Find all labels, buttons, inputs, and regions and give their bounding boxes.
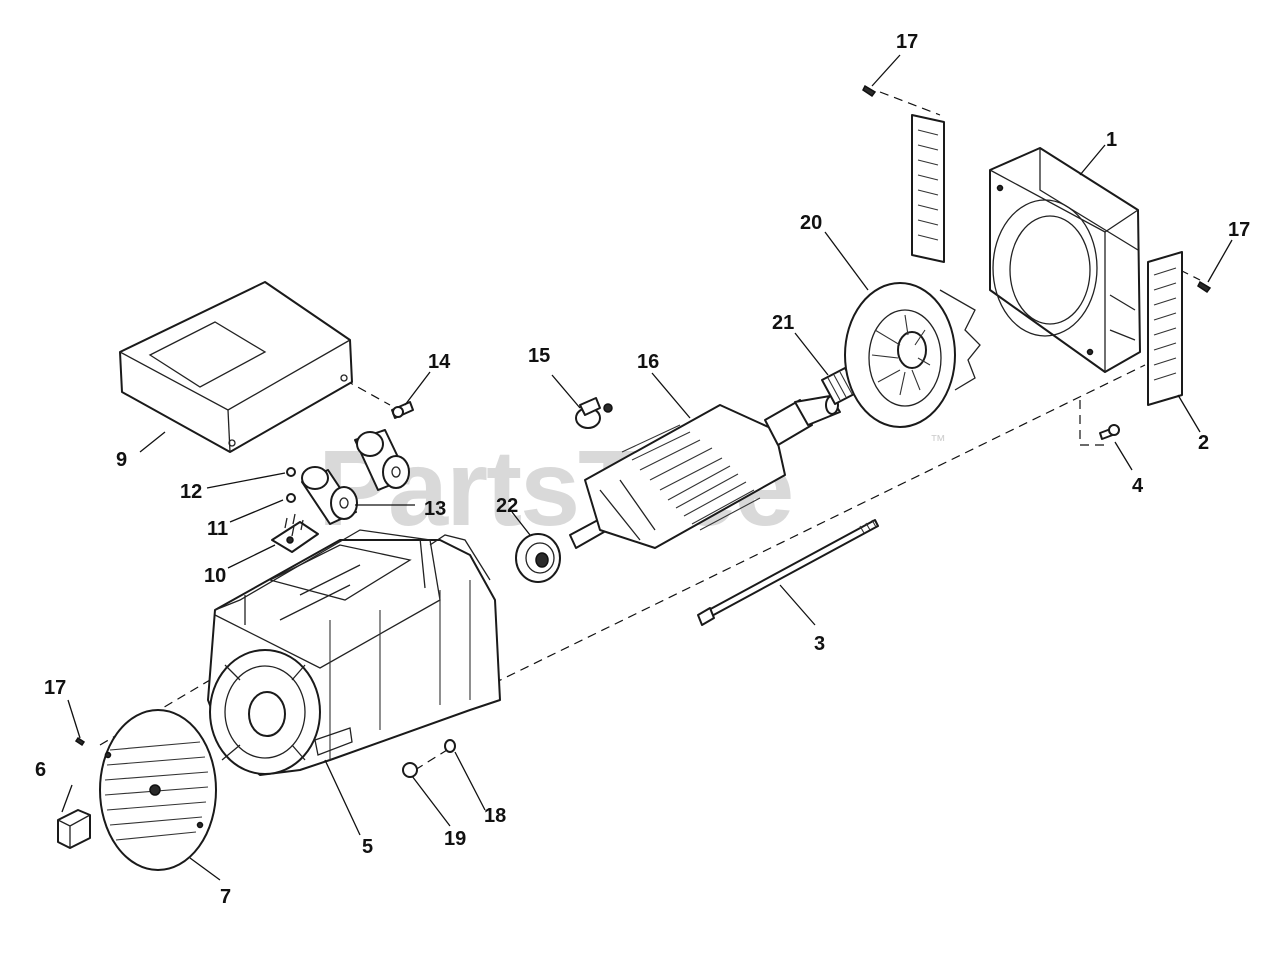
callout-14: 14 <box>428 351 451 373</box>
part-5-stator-housing[interactable] <box>207 529 501 776</box>
part-19-nut[interactable] <box>402 762 418 778</box>
leader-lines <box>61 54 1233 881</box>
callout-17-right: 17 <box>1228 219 1250 241</box>
part-13-capacitors[interactable] <box>301 429 410 525</box>
callout-20: 20 <box>800 212 822 234</box>
callout-19: 19 <box>444 828 466 850</box>
callout-12: 12 <box>180 481 202 503</box>
part-17-screw-top[interactable] <box>862 84 877 98</box>
callout-3: 3 <box>814 633 825 655</box>
part-4-screw[interactable] <box>1099 424 1120 440</box>
callout-10: 10 <box>204 565 226 587</box>
callout-7: 7 <box>220 886 231 908</box>
part-20-fan[interactable] <box>844 282 981 428</box>
callout-5: 5 <box>362 836 373 858</box>
watermark-trademark: ™ <box>930 433 946 450</box>
part-14-screw[interactable] <box>391 401 414 419</box>
callout-4: 4 <box>1132 475 1144 497</box>
part-18-washer[interactable] <box>444 739 456 753</box>
callout-2: 2 <box>1198 432 1209 454</box>
callout-21: 21 <box>772 312 794 334</box>
part-16-rotor[interactable] <box>569 395 841 549</box>
callout-17-left: 17 <box>44 677 66 699</box>
callout-1: 1 <box>1106 129 1117 151</box>
callout-6: 6 <box>35 759 46 781</box>
part-10-terminal-block[interactable] <box>271 513 319 553</box>
part-17-screw-right[interactable] <box>1197 280 1212 294</box>
callout-18: 18 <box>484 805 506 827</box>
callout-22: 22 <box>496 495 518 517</box>
callout-16: 16 <box>637 351 659 373</box>
part-2-louver-panel-right[interactable] <box>1147 251 1183 406</box>
callout-13: 13 <box>424 498 446 520</box>
part-12-washer[interactable] <box>286 467 296 477</box>
part-7-rear-grille[interactable] <box>99 709 217 871</box>
callout-9: 9 <box>116 449 127 471</box>
part-6-plug[interactable] <box>57 809 91 849</box>
part-15-brush-holder[interactable] <box>575 397 613 429</box>
part-1-end-bell[interactable] <box>989 147 1141 373</box>
callout-labels: 1 2 3 4 5 6 7 9 10 11 12 13 14 15 16 17 … <box>35 31 1250 908</box>
callout-17-top: 17 <box>896 31 918 53</box>
part-2-louver-panel-top[interactable] <box>911 114 945 263</box>
part-17-screw-left[interactable] <box>74 736 86 747</box>
part-9-control-box-cover[interactable] <box>119 281 353 453</box>
part-11-nut[interactable] <box>286 493 296 503</box>
part-22-bearing[interactable] <box>515 533 561 583</box>
callout-15: 15 <box>528 345 550 367</box>
callout-11: 11 <box>207 518 228 540</box>
part-3-through-bolt[interactable] <box>697 519 879 626</box>
